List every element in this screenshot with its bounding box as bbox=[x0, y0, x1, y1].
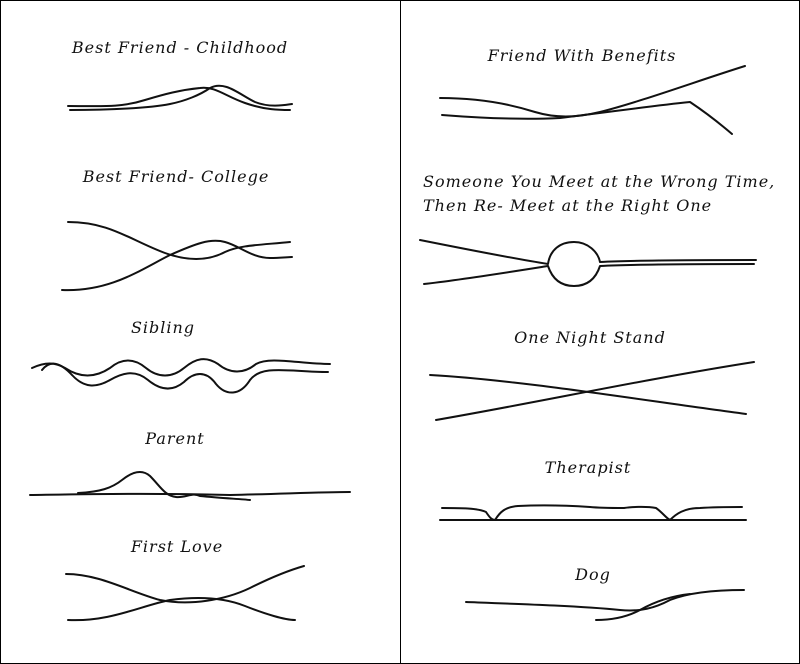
label-friend-with-benefits: Friend With Benefits bbox=[487, 46, 677, 65]
curve-wrong-time-right-one bbox=[419, 239, 757, 287]
center-divider bbox=[400, 0, 401, 664]
curve-line-b bbox=[441, 101, 733, 135]
curve-one-night-stand bbox=[429, 361, 755, 421]
curve-line-a bbox=[419, 239, 757, 265]
curve-parent bbox=[29, 471, 351, 501]
curve-therapist bbox=[439, 504, 747, 521]
curve-line-b bbox=[69, 84, 293, 111]
label-dog: Dog bbox=[575, 565, 611, 584]
label-therapist: Therapist bbox=[544, 458, 632, 477]
curve-line-a bbox=[31, 358, 331, 377]
curve-line-b bbox=[77, 471, 251, 501]
curve-sibling bbox=[31, 358, 331, 394]
curve-line-a bbox=[429, 374, 747, 415]
curve-friend-with-benefits bbox=[439, 65, 746, 135]
curve-line-a bbox=[67, 86, 291, 111]
curve-first-love bbox=[65, 565, 305, 622]
label-one-night-stand: One Night Stand bbox=[514, 328, 666, 347]
curve-line-a bbox=[65, 565, 305, 604]
label-parent: Parent bbox=[145, 429, 205, 448]
curve-line-b bbox=[435, 361, 755, 421]
curve-line-a bbox=[29, 491, 351, 496]
label-first-love: First Love bbox=[130, 537, 224, 556]
curve-best-friend-college bbox=[61, 221, 293, 292]
curve-line-a bbox=[465, 589, 745, 612]
curve-line-b bbox=[61, 239, 293, 292]
label-wrong-time-line-2: Then Re- Meet at the Right One bbox=[423, 196, 713, 215]
curve-best-friend-childhood bbox=[67, 84, 293, 111]
curve-line-a bbox=[67, 221, 291, 260]
curve-line-b bbox=[595, 593, 691, 621]
curve-line-b bbox=[41, 362, 329, 394]
curve-dog bbox=[465, 589, 745, 621]
label-best-friend-childhood: Best Friend - Childhood bbox=[71, 38, 289, 57]
curve-line-b bbox=[441, 504, 743, 521]
label-wrong-time-line-1: Someone You Meet at the Wrong Time, bbox=[423, 172, 776, 191]
curve-line-b bbox=[67, 597, 296, 622]
label-best-friend-college: Best Friend- College bbox=[82, 167, 270, 186]
label-sibling: Sibling bbox=[130, 318, 196, 337]
curve-line-b bbox=[423, 263, 755, 287]
